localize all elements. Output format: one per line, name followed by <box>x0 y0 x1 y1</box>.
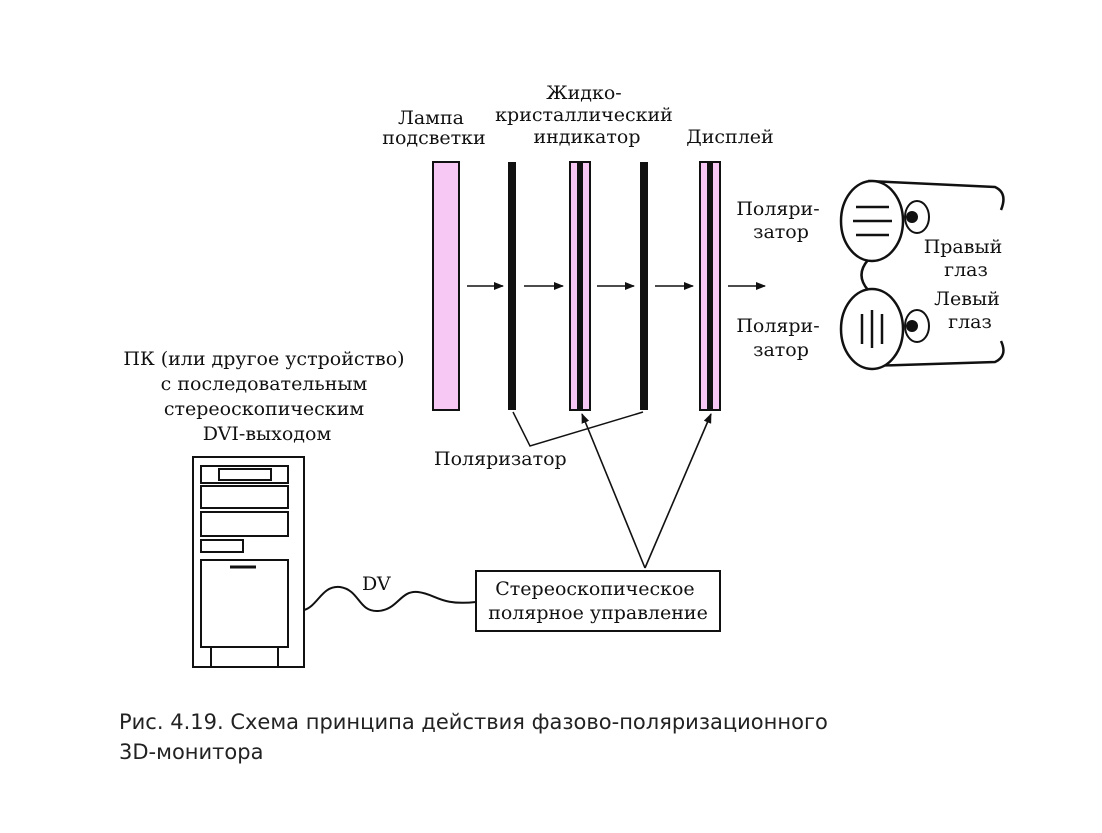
control-signal-arrows <box>581 413 712 569</box>
dvi-cable <box>303 585 477 613</box>
polarizer-plate-1 <box>508 162 516 410</box>
backlight-lamp <box>432 161 460 411</box>
display-panel <box>699 161 721 411</box>
display-label: Дисплей <box>686 126 773 148</box>
pc-label: ПК (или другое устройство) с последовате… <box>123 348 410 445</box>
left-eye-label: Левый глаз <box>934 288 1006 333</box>
polarizer-label-bottom: Поляри- затор <box>736 315 825 361</box>
right-eye-icon <box>904 200 930 234</box>
right-lens-horizontal-polarization-icon <box>853 205 892 237</box>
polarizer-label-top: Поляри- затор <box>736 198 825 243</box>
polarizer-label-mid: Поляризатор <box>434 448 567 470</box>
controller-label: Стереоскопическое полярное управление <box>488 578 708 624</box>
polarizer-connector-lines <box>512 411 644 447</box>
stereo-polar-controller-box <box>475 570 721 632</box>
lcd-panel <box>569 161 591 411</box>
cable-label: DV <box>362 573 391 595</box>
right-eye-label: Правый глаз <box>924 236 1009 281</box>
lcd-label: Жидко- кристаллический индикатор <box>495 82 679 148</box>
left-lens-vertical-polarization-icon <box>860 310 884 348</box>
polarizer-plate-2 <box>640 162 648 410</box>
figure-caption: Рис. 4.19. Схема принципа действия фазов… <box>119 710 835 764</box>
left-eye-icon <box>904 309 930 343</box>
pc-tower <box>192 456 305 668</box>
lamp-label: Лампа подсветки <box>382 107 485 149</box>
